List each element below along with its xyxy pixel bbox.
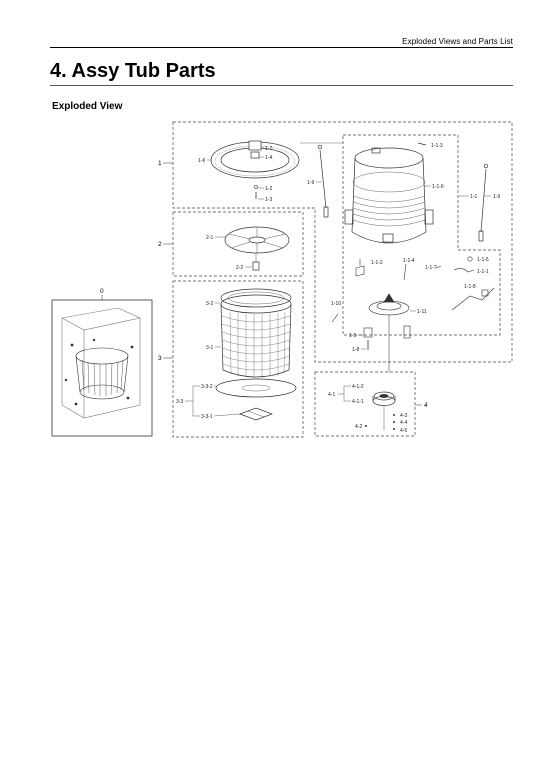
- label-3-3-1: 3-3-1: [201, 414, 213, 420]
- label-1-3: 1-3: [265, 197, 272, 203]
- label-1-1-3: 1-1-3: [431, 143, 443, 149]
- group-0-label: 0: [100, 288, 104, 295]
- label-1-1-6: 1-1-6: [432, 184, 444, 190]
- label-3-3: 3-3: [176, 399, 183, 405]
- label-2-1: 2-1: [206, 235, 213, 241]
- label-1-1-1: 1-1-1: [477, 269, 489, 275]
- assembled-tub-illustration: [61, 307, 141, 419]
- label-4-1-1: 4-1-1: [352, 399, 364, 405]
- tub-small-parts: [355, 256, 495, 311]
- group-3-label: 3: [158, 355, 162, 362]
- tub-bottom-parts: [331, 293, 411, 372]
- subgroup-1-1-outline: [342, 134, 501, 336]
- label-4-1: 4-1: [328, 392, 335, 398]
- label-4-2: 4-2: [355, 424, 362, 430]
- label-1-1-4: 1-1-4: [403, 258, 415, 264]
- label-1-1-7: 1-1-7: [425, 265, 437, 271]
- label-2-2: 2-2: [236, 265, 243, 271]
- label-1-11: 1-11: [417, 309, 427, 315]
- label-4-3: 4-3: [400, 413, 407, 419]
- pulsator: [224, 226, 290, 271]
- label-1-5: 1-5: [349, 333, 356, 339]
- suspension-rod-right: [478, 163, 489, 242]
- group-3-outline: [172, 280, 304, 438]
- spin-basket: [215, 288, 297, 421]
- label-1-7: 1-7: [265, 146, 272, 152]
- label-3-2: 3-2: [206, 301, 213, 307]
- group-2-label: 2: [158, 241, 162, 248]
- group-1-label: 1: [158, 160, 162, 167]
- label-1-9-left: 1-9: [307, 180, 314, 186]
- label-1-8: 1-8: [352, 347, 359, 353]
- tub-cover-ring: [210, 140, 300, 179]
- running-header: Exploded Views and Parts List: [402, 37, 513, 46]
- label-1-10: 1-10: [331, 301, 341, 307]
- page-title: 4. Assy Tub Parts: [50, 60, 216, 82]
- label-3-3-2: 3-3-2: [201, 384, 213, 390]
- group-4-outline: [314, 371, 416, 437]
- label-4-4: 4-4: [400, 420, 407, 426]
- label-3-1: 3-1: [206, 345, 213, 351]
- group-4-label: 4: [424, 402, 428, 409]
- label-1-6: 1-6: [198, 158, 205, 164]
- header-rule: [50, 47, 513, 48]
- label-1-1-2: 1-1-2: [371, 260, 383, 266]
- group-boundaries: [172, 121, 513, 438]
- outer-tub: [344, 147, 434, 244]
- label-4-1-2: 4-1-2: [352, 384, 364, 390]
- drive-motor: [372, 391, 396, 430]
- label-1-1-5: 1-1-5: [477, 257, 489, 263]
- suspension-rod-left: [317, 144, 329, 218]
- label-1-9-right: 1-9: [493, 194, 500, 200]
- label-1-1: 1-1: [470, 194, 477, 200]
- group-1-outline: [172, 121, 513, 363]
- label-1-2: 1-2: [265, 186, 272, 192]
- exploded-view-heading: Exploded View: [52, 101, 123, 112]
- title-rule: [50, 85, 513, 86]
- label-1-1-8: 1-1-8: [464, 284, 476, 290]
- label-1-4: 1-4: [265, 155, 272, 161]
- label-4-5: 4-5: [400, 428, 407, 434]
